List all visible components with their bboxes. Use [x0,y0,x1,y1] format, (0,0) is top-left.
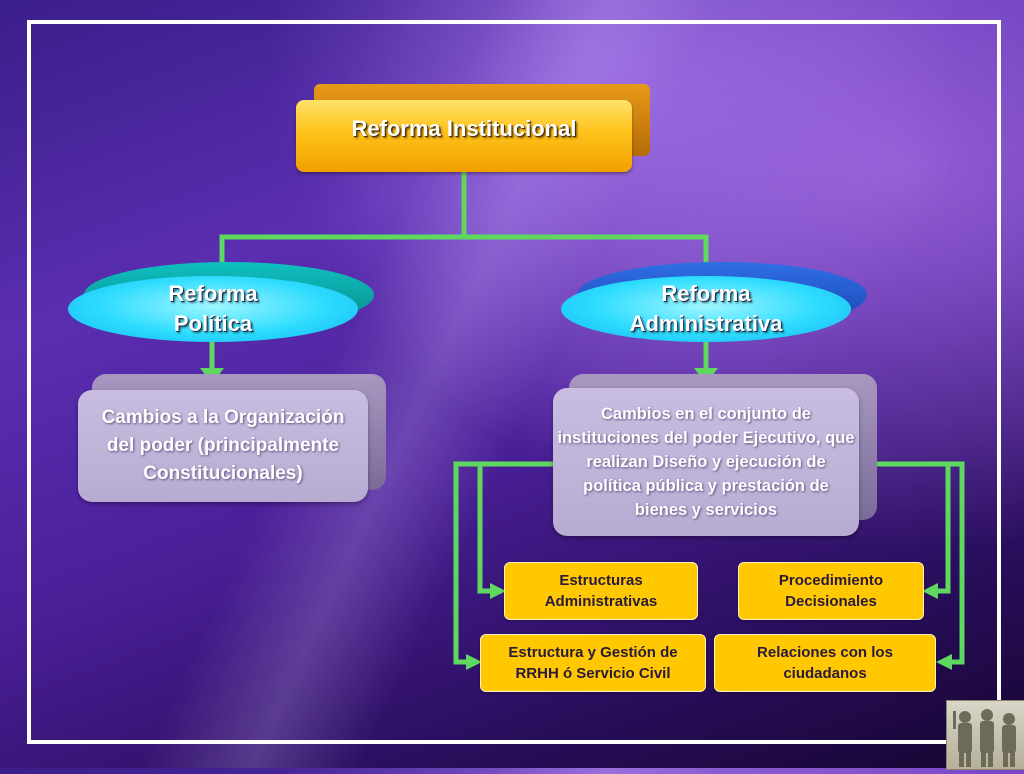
administrativa-node: Reforma Administrativa [561,262,871,344]
component-relaciones-label: Relaciones con los ciudadanos [757,644,893,682]
component-procedimiento: Procedimiento Decisionales [738,562,924,620]
arrowhead-rrhh [466,654,482,670]
arrowhead-relaciones [936,654,952,670]
component-rrhh-label: Estructura y Gestión de RRHH ó Servicio … [508,644,678,682]
connector-left-inner [477,461,555,594]
root-label: Reforma Institucional [351,116,577,141]
component-relaciones: Relaciones con los ciudadanos [714,634,936,692]
component-rrhh: Estructura y Gestión de RRHH ó Servicio … [480,634,706,692]
politica-detail-box: Cambios a la Organización del poder (pri… [78,374,386,504]
administrativa-detail-box: Cambios en el conjunto de instituciones … [553,374,877,536]
arrowhead-estructuras [490,583,506,599]
politica-label: Reforma Política [168,281,258,336]
component-estructuras-label: Estructuras Administrativas [544,572,658,610]
administrativa-detail-text: Cambios en el conjunto de instituciones … [557,405,855,519]
component-procedimiento-label: Procedimiento Decisionales [778,572,884,610]
connector-right-inner [855,461,951,594]
politica-detail-text: Cambios a la Organización del poder (pri… [101,407,345,484]
slide-frame [27,20,1001,744]
politica-node: Reforma Política [68,262,378,344]
administrativa-label: Reforma Administrativa [629,281,783,336]
component-estructuras: Estructuras Administrativas [504,562,698,620]
soldiers-photo-icon [946,700,1024,770]
arrowhead-procedimiento [922,583,938,599]
root-node: Reforma Institucional [296,84,650,174]
